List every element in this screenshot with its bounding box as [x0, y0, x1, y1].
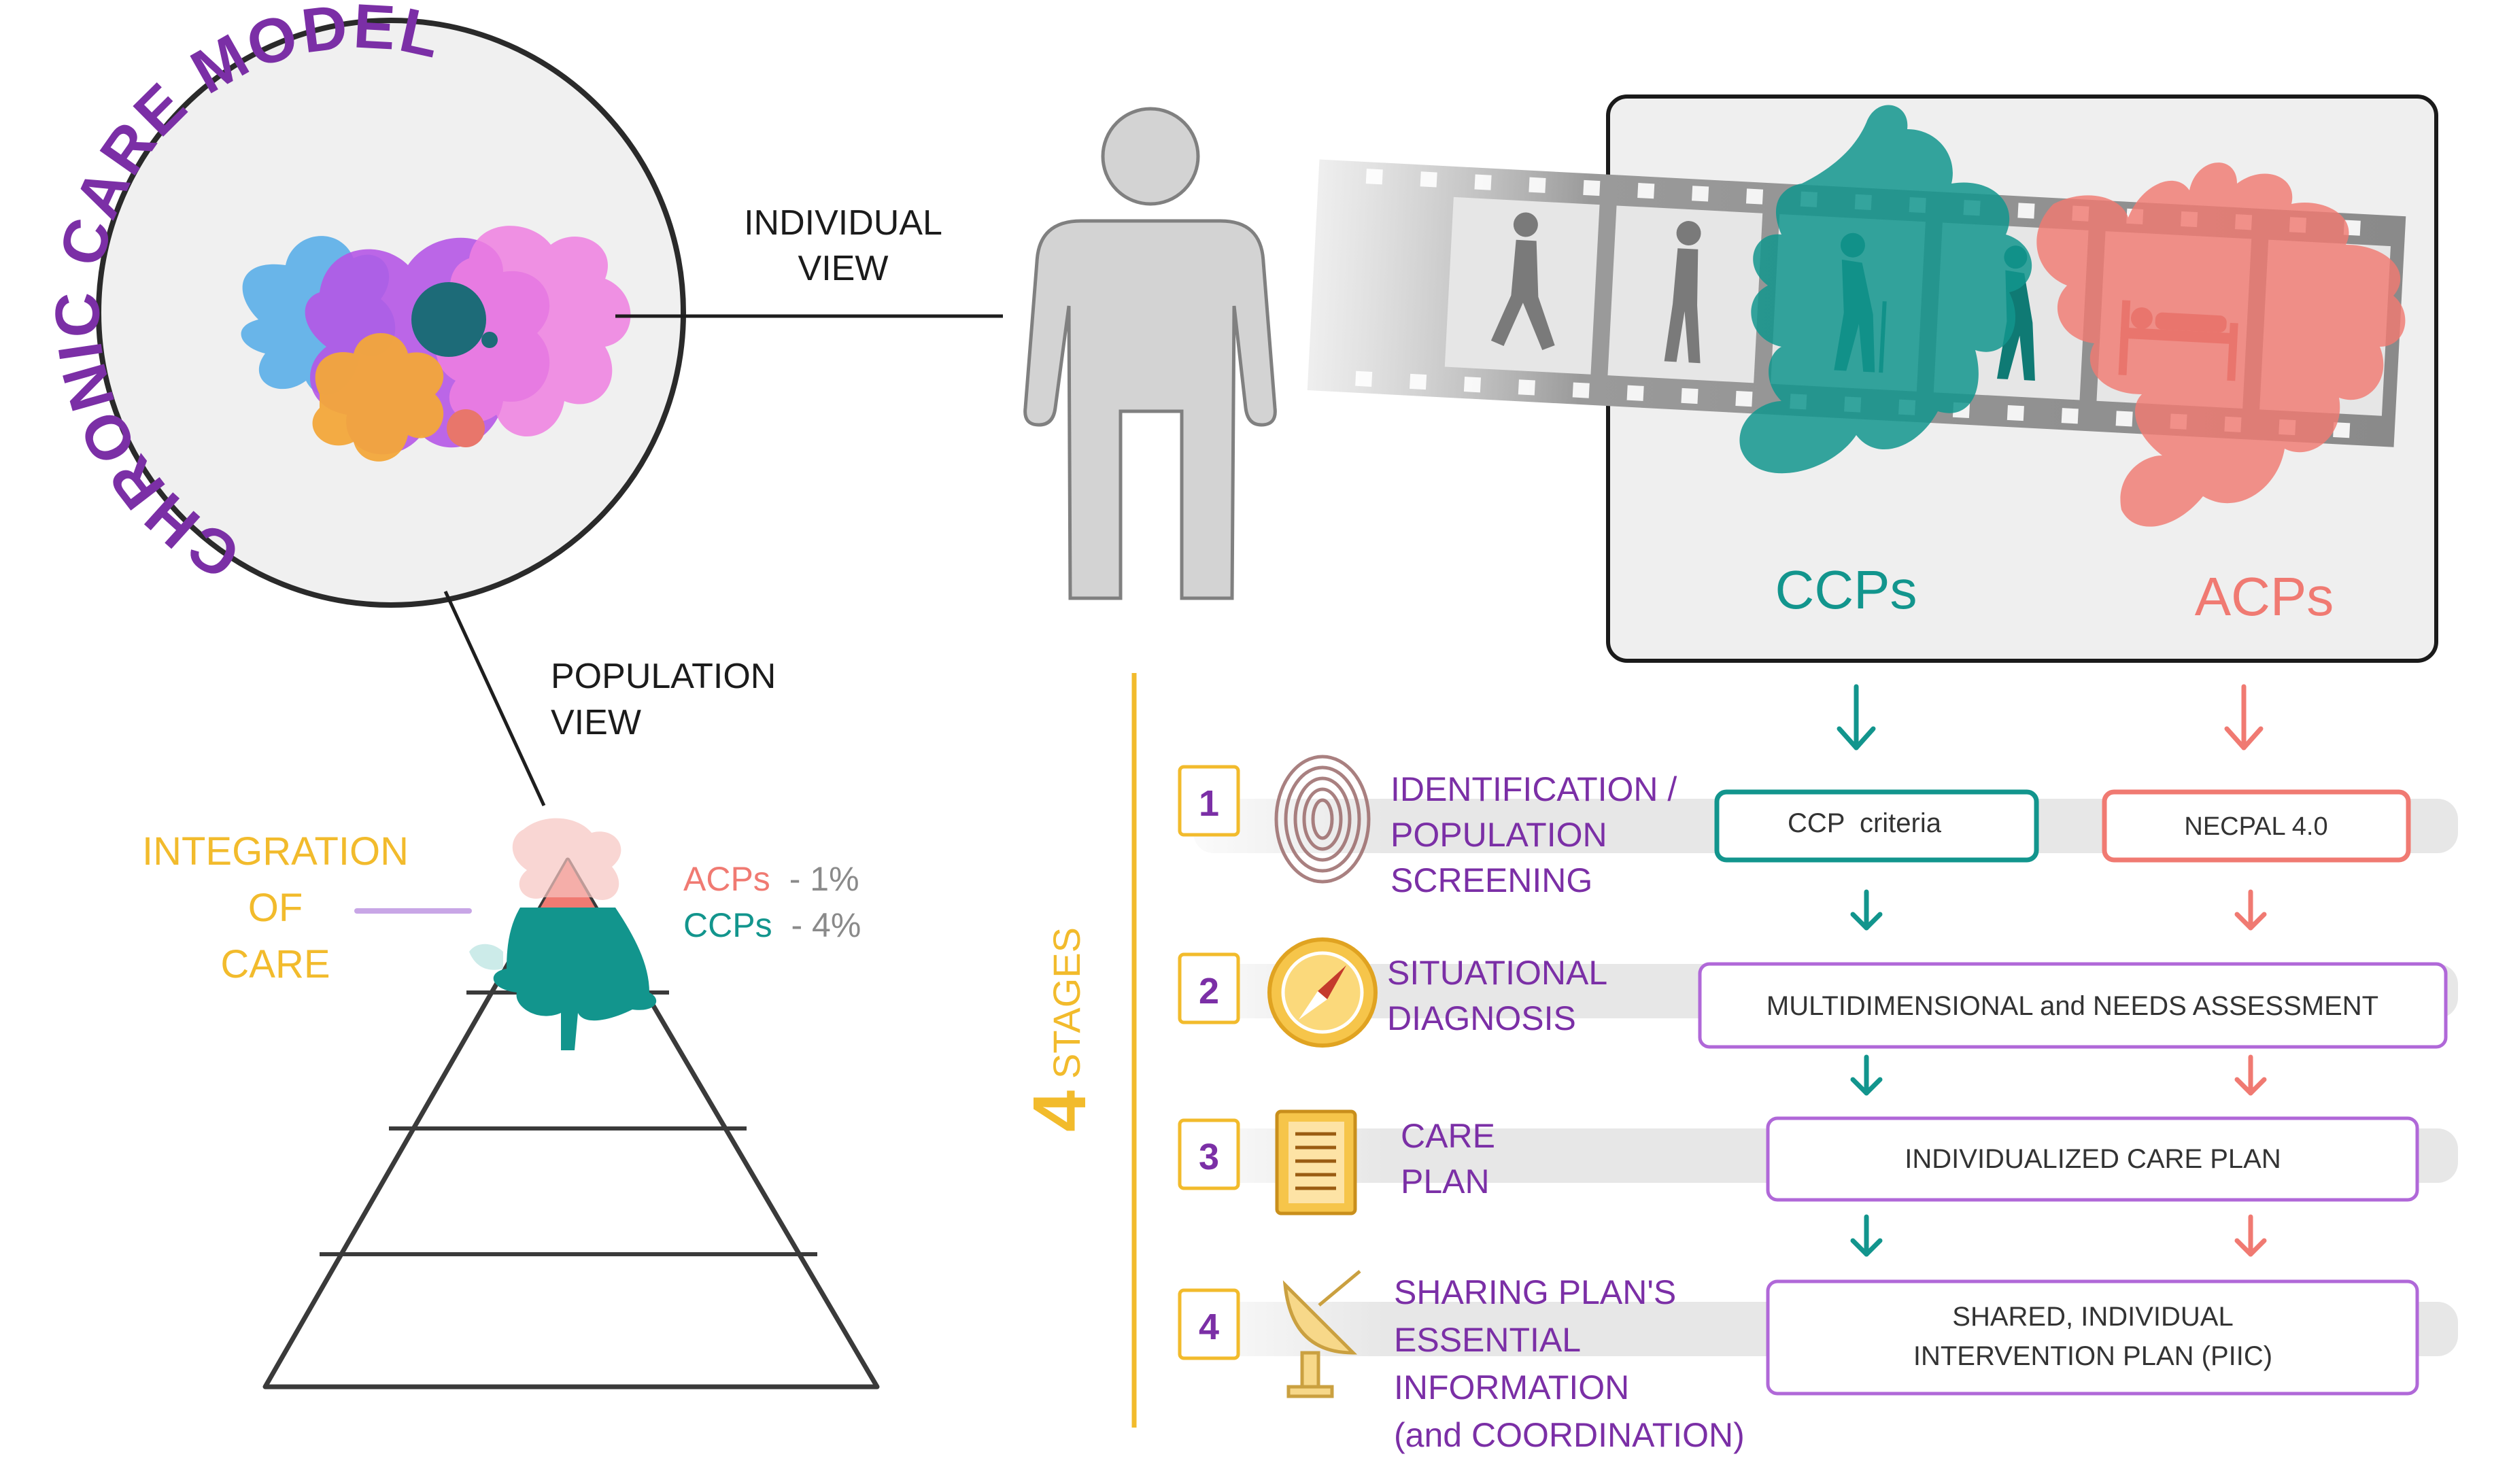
piic-text-line1: SHARED, INDIVIDUAL: [1952, 1302, 2233, 1332]
arrow-down-icon: [2224, 684, 2264, 750]
stage-1-number-box: 1: [1178, 765, 1240, 837]
connector-population: [443, 590, 546, 807]
integration-line1: INTEGRATION: [142, 829, 409, 874]
teal-arrows: [1837, 684, 1883, 1257]
person-icon: [1023, 107, 1277, 600]
fingerprint-icon: [1274, 755, 1371, 884]
assessment-box: MULTIDIMENSIONAL and NEEDS ASSESSMENT: [1698, 962, 2448, 1049]
pyramid-label-acps: ACPs - 1%: [683, 860, 859, 898]
ccps-splash: [1739, 105, 2032, 474]
pyramid-ccps-pct: - 4%: [791, 906, 861, 944]
stage-4-number-box: 4: [1178, 1288, 1240, 1360]
stages-number: 4: [1018, 1090, 1102, 1132]
pyramid-acps-pct: - 1%: [789, 860, 859, 898]
arrow-down-icon: [2234, 889, 2267, 931]
stage-2-title-line1: SITUATIONAL: [1387, 954, 1607, 992]
necpal-text: NECPAL 4.0: [2184, 812, 2327, 841]
integration-line2: OF: [248, 886, 303, 930]
stage-3-title-line2: PLAN: [1401, 1162, 1490, 1201]
population-pyramid: [262, 818, 880, 1390]
pyramid-acps-halo: [512, 818, 621, 900]
chronic-care-model: CHRONIC CARE MODEL: [43, 0, 686, 608]
standing-person-icon: [1664, 221, 1701, 364]
ccps-heading: CCPs: [1775, 559, 1917, 620]
stage-3-title-line1: CARE: [1401, 1117, 1495, 1155]
integration-line3: CARE: [220, 942, 330, 986]
ccp-criteria-text: CCP criteria: [1788, 808, 1942, 838]
pyramid-ccps-name: CCPs: [683, 906, 772, 944]
splash-teal-dot: [481, 332, 498, 348]
stage-4-title-line1: SHARING PLAN'S: [1394, 1273, 1676, 1311]
satellite-dish-icon: [1282, 1270, 1361, 1398]
arrow-down-icon: [2234, 1054, 2267, 1096]
stage-1-title-line3: SCREENING: [1390, 861, 1592, 899]
arrow-down-icon: [1850, 1054, 1883, 1096]
splash-pink: [436, 226, 631, 437]
pyramid-acps-name: ACPs: [683, 860, 770, 898]
assessment-text: MULTIDIMENSIONAL and NEEDS ASSESSMENT: [1766, 991, 2378, 1021]
population-view-line1: POPULATION: [551, 657, 776, 696]
splash-teal-spot: [411, 282, 486, 357]
care-plan-text: INDIVIDUALIZED CARE PLAN: [1905, 1144, 2281, 1174]
stage-4-title-line4: (and COORDINATION): [1394, 1416, 1745, 1454]
stage-1-title-line1: IDENTIFICATION /: [1390, 770, 1677, 808]
stage-1-title-line2: POPULATION: [1390, 816, 1607, 854]
stage-4-title-line3: INFORMATION: [1394, 1368, 1629, 1407]
pyramid-ccps-halo: [469, 944, 503, 970]
arrow-down-icon: [1850, 1214, 1883, 1257]
piic-box: SHARED, INDIVIDUAL INTERVENTION PLAN (PI…: [1766, 1279, 2419, 1396]
acps-heading: ACPs: [2195, 566, 2334, 627]
stages-section: 4 STAGES 1 2 3 4: [1018, 673, 2458, 1454]
pyramid-ccps-splash: [493, 908, 657, 1050]
arrow-down-icon: [1850, 889, 1883, 931]
individual-view-line2: VIEW: [798, 249, 889, 288]
arrow-down-icon: [1837, 684, 1876, 750]
pyramid-label-ccps: CCPs - 4%: [683, 906, 861, 944]
acps-splash: [2036, 162, 2406, 527]
stage-3-number-box: 3: [1178, 1118, 1240, 1190]
necpal-box: NECPAL 4.0: [2102, 789, 2411, 863]
stages-word: STAGES: [1045, 927, 1088, 1079]
piic-text-line2: INTERVENTION PLAN (PIIC): [1913, 1341, 2272, 1371]
arrow-down-icon: [2234, 1214, 2267, 1257]
paint-splash-icon: [241, 226, 631, 462]
trajectory-panel: CCPs ACPs: [1307, 94, 2438, 663]
individual-view-line1: INDIVIDUAL: [744, 203, 942, 243]
compass-icon: [1267, 937, 1378, 1048]
checklist-icon: [1275, 1109, 1357, 1215]
ccp-criteria-box: CCP criteria: [1714, 789, 2039, 863]
stage-4-number: 4: [1199, 1307, 1219, 1347]
stage-1-number: 1: [1199, 783, 1219, 824]
care-plan-box: INDIVIDUALIZED CARE PLAN: [1766, 1116, 2419, 1202]
stage-2-number-box: 2: [1178, 952, 1240, 1024]
splash-orange: [312, 333, 444, 462]
stage-4-title-line2: ESSENTIAL: [1394, 1321, 1581, 1359]
stage-3-number: 3: [1199, 1137, 1219, 1177]
splash-red-spot: [447, 409, 485, 447]
stages-label: 4 STAGES: [1018, 927, 1102, 1132]
population-view-line2: VIEW: [551, 703, 641, 742]
stage-2-number: 2: [1199, 971, 1219, 1012]
stage-2-title-line2: DIAGNOSIS: [1387, 999, 1576, 1037]
walking-person-icon: [1490, 212, 1555, 351]
pyramid-outline: [262, 857, 880, 1390]
salmon-arrows: [2224, 684, 2267, 1257]
